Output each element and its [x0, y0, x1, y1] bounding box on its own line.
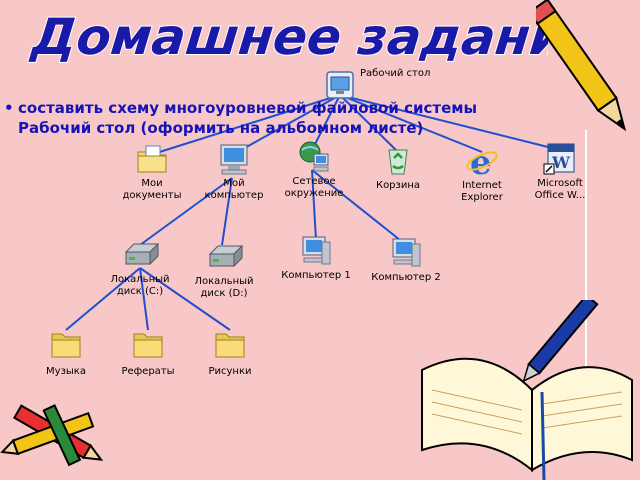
task-line-1: составить схему многоуровневой файловой …	[18, 99, 478, 117]
node-folder-essays[interactable]: Рефераты	[100, 328, 196, 378]
svg-text:W: W	[551, 153, 571, 172]
node-recycle-bin[interactable]: Корзина	[350, 144, 446, 192]
label-line-1: Мои	[141, 178, 163, 189]
root-label: Рабочий стол	[360, 68, 431, 79]
my-documents-icon	[134, 142, 170, 176]
slide-title: Домашнее задание	[28, 6, 548, 66]
folder-label: Музыка	[46, 366, 86, 377]
label-line-1: Локальный	[194, 276, 254, 287]
label-line-1: Microsoft	[537, 178, 583, 189]
computer-2-label: Компьютер 2	[371, 272, 441, 283]
desktop-icon[interactable]	[325, 70, 355, 100]
label-line-2: Explorer	[461, 192, 503, 203]
hard-drive-icon	[122, 238, 160, 272]
node-computer-2[interactable]: Компьютер 2	[358, 236, 454, 284]
hard-drive-icon	[206, 240, 244, 274]
folder-icon	[130, 328, 166, 362]
label-line-1: Мой	[223, 178, 245, 189]
folder-icon	[48, 328, 84, 362]
pencils-icon	[0, 404, 104, 467]
label-line-1: Internet	[462, 180, 502, 191]
folder-icon	[212, 328, 248, 362]
title-text: Домашнее задание	[28, 7, 548, 66]
label-line-2: диск (C:)	[116, 286, 164, 297]
label-line-2: диск (D:)	[200, 288, 248, 299]
recycle-bin-icon	[380, 144, 416, 178]
network-icon	[296, 140, 332, 174]
label-line-1: Локальный	[110, 274, 170, 285]
computer-icon	[388, 236, 424, 270]
svg-text:e: e	[470, 144, 492, 178]
my-computer-icon	[216, 142, 252, 176]
divider-line	[585, 130, 587, 390]
open-book-icon	[421, 300, 633, 480]
node-folder-music[interactable]: Музыка	[18, 328, 114, 378]
internet-explorer-icon: e	[464, 143, 500, 183]
bullet-marker: •	[4, 99, 14, 117]
pencil-icon	[536, 0, 627, 132]
label-line-1: Корзина	[375, 180, 421, 191]
folder-label: Рисунки	[208, 366, 252, 377]
label-line-2: окружение	[284, 188, 344, 199]
label-line-2: документы	[122, 190, 182, 201]
task-line-2: Рабочий стол (оформить на альбомном лист…	[18, 119, 424, 137]
folder-label: Рефераты	[121, 366, 175, 377]
computer-1-label: Компьютер 1	[281, 270, 351, 281]
label-line-2: компьютер	[204, 190, 264, 201]
ms-word-icon: W	[542, 142, 578, 176]
label-line-2: Office W...	[534, 190, 586, 201]
node-folder-pictures[interactable]: Рисунки	[182, 328, 278, 378]
label-line-1: Сетевое	[292, 176, 336, 187]
computer-icon	[298, 234, 334, 268]
node-computer-1[interactable]: Компьютер 1	[268, 234, 364, 282]
